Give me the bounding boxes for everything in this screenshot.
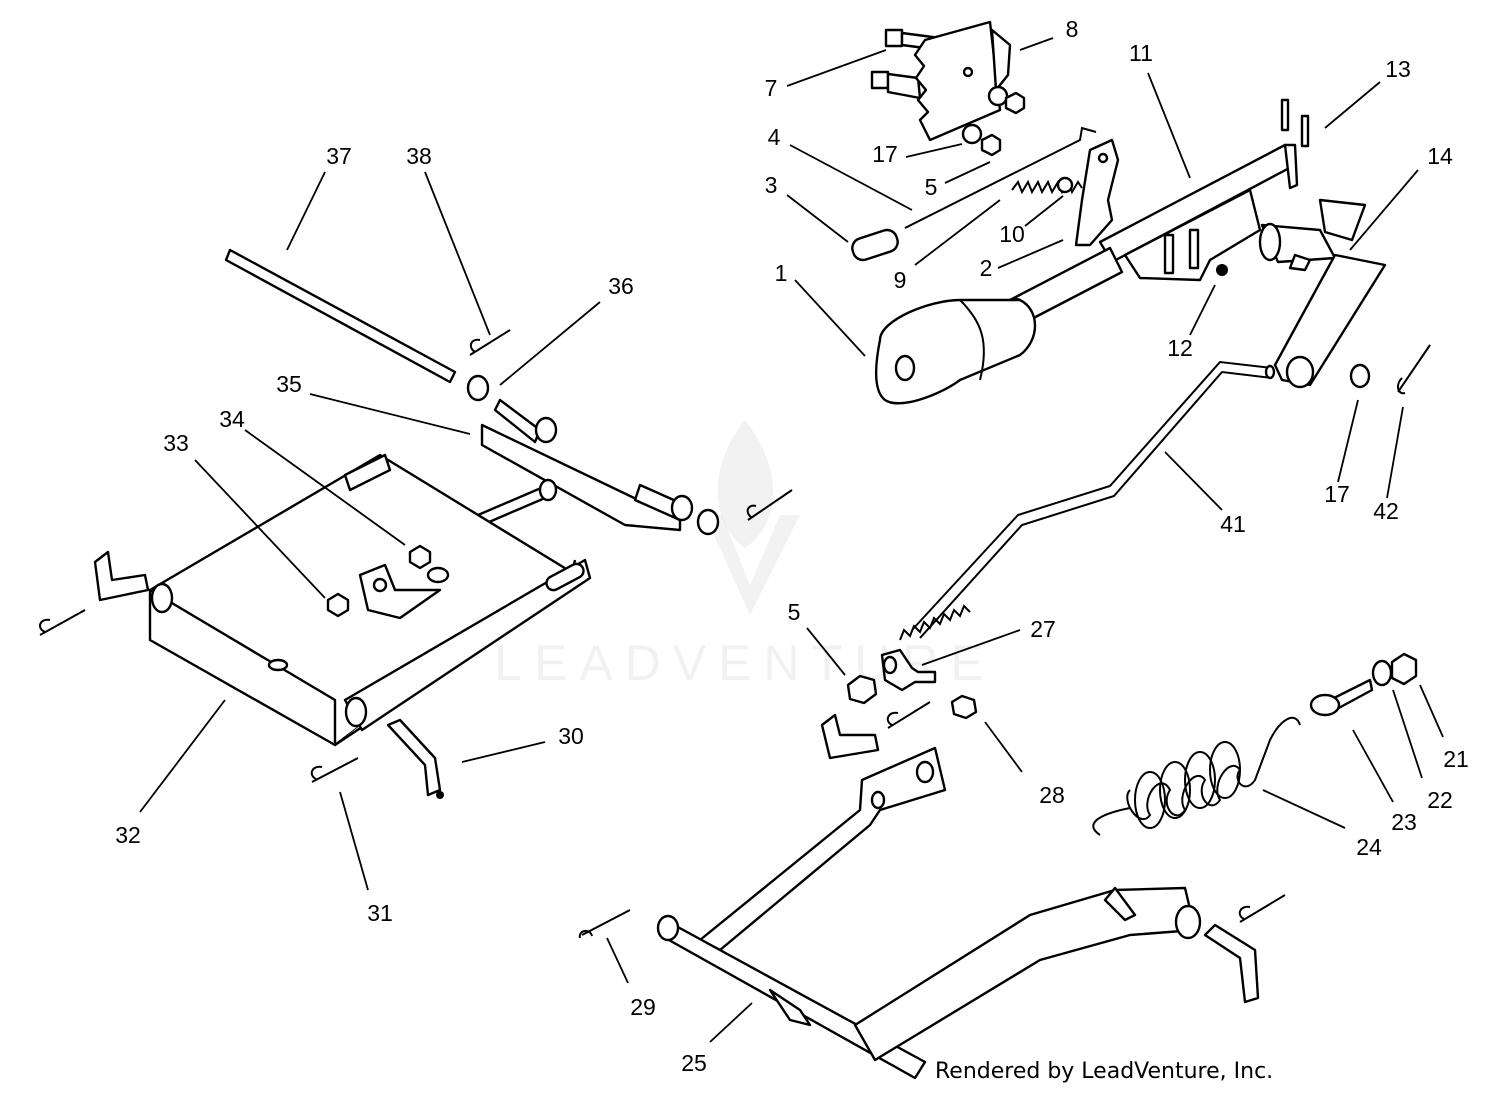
part-pin	[1280, 98, 1290, 132]
washer	[1349, 363, 1371, 389]
nut	[846, 674, 878, 705]
callout-label: 14	[1427, 143, 1453, 169]
callout-label: 42	[1373, 498, 1399, 524]
callout-label: 36	[608, 273, 634, 299]
callout-label: 7	[765, 75, 778, 101]
part-hairpin	[1238, 894, 1286, 923]
part-rod	[904, 126, 1097, 229]
part-lever-arm	[1258, 198, 1387, 389]
part-notched-bracket	[913, 20, 1012, 142]
callout-label: 29	[630, 994, 656, 1020]
washer	[1371, 659, 1393, 687]
part-knob	[1056, 176, 1074, 194]
callout-label: 17	[1324, 481, 1350, 507]
callout-label: 13	[1385, 56, 1411, 82]
nut	[980, 133, 1002, 157]
callout-label: 5	[925, 174, 938, 200]
callout-label: 4	[768, 124, 781, 150]
part-deck-plate	[148, 453, 592, 747]
washer	[696, 508, 720, 536]
part-hairpin	[886, 701, 931, 729]
callout-label: 38	[406, 143, 432, 169]
part-pivot-bracket	[476, 398, 694, 532]
nut	[1004, 91, 1026, 115]
nut	[408, 544, 432, 570]
credit-text: Rendered by LeadVenture, Inc.	[935, 1059, 1273, 1084]
part-plate	[1074, 138, 1120, 247]
callout-label: 30	[558, 723, 584, 749]
callout-label: 22	[1427, 787, 1453, 813]
callout-label: 34	[219, 406, 245, 432]
part-hairpin	[310, 757, 359, 783]
nut	[1390, 652, 1418, 686]
part-grip	[851, 228, 899, 262]
part-pin	[1300, 114, 1310, 148]
callout-label: 32	[115, 822, 141, 848]
callout-label: 12	[1167, 335, 1193, 361]
part-l-pin	[93, 550, 150, 602]
part-hairpin	[39, 609, 86, 636]
callout-label: 24	[1356, 834, 1382, 860]
callout-label: 37	[326, 143, 352, 169]
callout-label: 21	[1443, 746, 1469, 772]
callout-label: 5	[788, 599, 801, 625]
callout-label: 2	[980, 255, 993, 281]
part-l-pin	[1203, 923, 1260, 1004]
callout-label: 11	[1129, 40, 1153, 66]
callout-label: 1	[775, 260, 788, 286]
callout-label: 3	[765, 172, 778, 198]
nut	[950, 694, 978, 720]
part-link-rod	[899, 360, 1276, 641]
callout-label: 25	[681, 1050, 707, 1076]
washer	[987, 85, 1009, 107]
callout-label: 35	[276, 371, 302, 397]
callout-label: 23	[1391, 809, 1417, 835]
callout-label: 17	[872, 141, 898, 167]
callout-label: 31	[367, 900, 393, 926]
part-hairpin	[469, 329, 511, 356]
part-hairpin	[746, 489, 793, 521]
washer	[961, 123, 983, 145]
part-cotter-pin	[578, 909, 631, 939]
watermark-logo	[705, 420, 800, 615]
part-l-pin	[386, 718, 442, 797]
part-main-shaft	[1004, 143, 1299, 327]
callout-label: 27	[1030, 616, 1056, 642]
callout-label: 41	[1220, 511, 1246, 537]
callout-label: 8	[1066, 16, 1079, 42]
leader-lines	[139, 37, 1444, 1043]
part-cotter-pin	[1397, 344, 1431, 395]
part-long-pin	[224, 248, 457, 384]
callout-label: 9	[894, 267, 907, 293]
nut	[326, 592, 350, 618]
part-l-pin	[820, 713, 880, 760]
callout-labels: 1 2 3 4 5 7 8 9 10 11 12 13 14 17 17 42 …	[115, 16, 1469, 1076]
part-extension-spring	[1092, 716, 1301, 836]
callout-label: 10	[999, 221, 1025, 247]
part-grease-fitting	[1216, 264, 1228, 276]
callout-label: 28	[1039, 782, 1065, 808]
part-lift-arm	[656, 746, 1202, 1080]
part-handle	[874, 298, 1037, 405]
washer	[466, 374, 490, 402]
callout-label: 33	[163, 430, 189, 456]
